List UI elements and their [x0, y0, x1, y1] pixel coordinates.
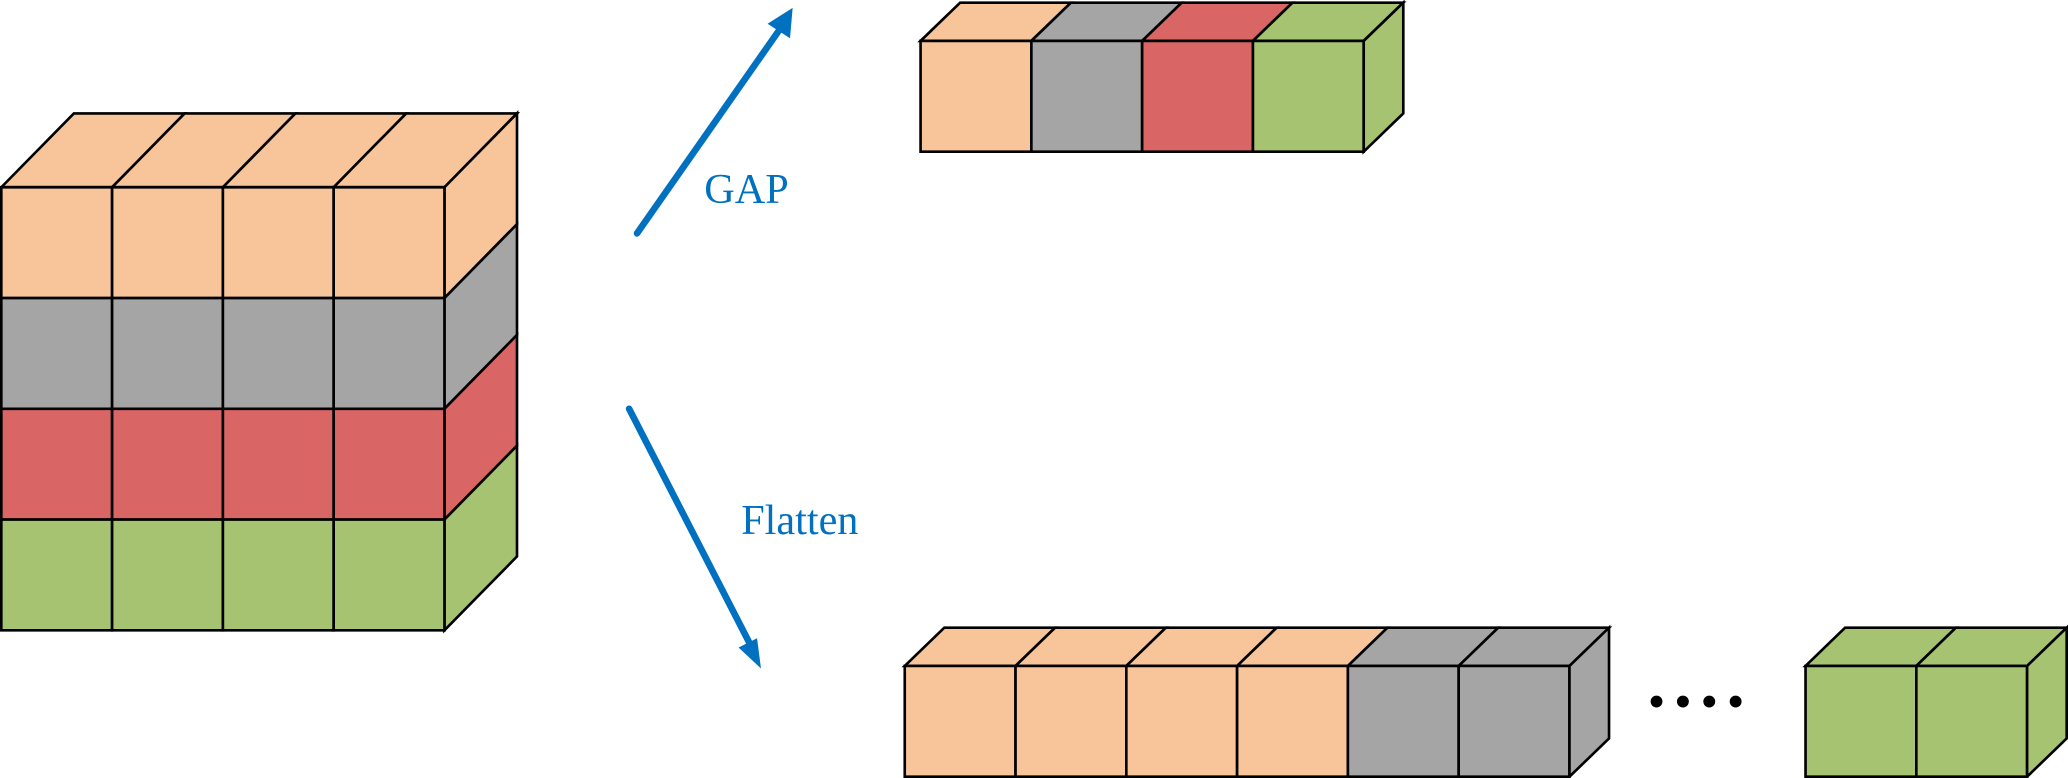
- input-front-face-cell: [110, 296, 225, 411]
- input-front-face-cell: [0, 407, 114, 521]
- input-front-face-cell: [221, 407, 335, 521]
- flatten-output-vector-end: [1802, 624, 2068, 778]
- flatten-output-cell-front-face: [903, 664, 1017, 778]
- ellipsis-dot: [1650, 695, 1663, 708]
- flatten-output-cell-front-face: [1457, 664, 1571, 778]
- gap-output-vector: [917, 0, 1407, 155]
- gap-arrow: [633, 7, 793, 237]
- gap-label: GAP: [704, 166, 788, 213]
- ellipsis-dot: [1703, 695, 1716, 708]
- input-front-face-cell: [332, 518, 446, 632]
- gap-output-cell-front-face: [919, 39, 1033, 153]
- gap-output-cell-front-face: [1030, 39, 1144, 153]
- input-front-face-cell: [0, 296, 114, 411]
- gap-arrow-head-icon: [767, 7, 793, 39]
- gap-output-cell-front-face: [1140, 39, 1255, 153]
- flatten-arrow-head-icon: [738, 638, 761, 669]
- flatten-output-end-cell-front-face: [1915, 664, 2029, 778]
- input-front-face-cell: [332, 185, 446, 300]
- input-front-face-cell: [0, 185, 114, 300]
- input-front-face-cell: [110, 407, 225, 521]
- flatten-output-cell-front-face: [1125, 664, 1239, 778]
- flatten-output-cell-side-face: [1568, 624, 1611, 778]
- flatten-output-vector-start: [901, 624, 1613, 778]
- ellipsis: [1650, 695, 1742, 708]
- input-feature-map-cube: [0, 110, 521, 634]
- input-front-face-cell: [110, 518, 225, 632]
- gap-arrow-line: [633, 28, 782, 237]
- input-front-face-cell: [332, 296, 446, 411]
- ellipsis-dot: [1676, 695, 1689, 708]
- flatten-label: Flatten: [741, 497, 858, 544]
- flatten-output-end-cell-front-face: [1804, 664, 1918, 778]
- input-front-face-cell: [110, 185, 225, 300]
- gap-output-cell-front-face: [1251, 39, 1366, 153]
- flatten-arrow-line: [625, 405, 756, 651]
- input-front-face-cell: [221, 185, 335, 300]
- input-front-face-cell: [221, 518, 335, 632]
- gap-output-cell-side-face: [1362, 0, 1405, 155]
- flatten-arrow: [625, 405, 761, 669]
- ellipsis-dot: [1729, 695, 1742, 708]
- input-front-face-cell: [221, 296, 335, 411]
- flatten-output-cell-front-face: [1014, 664, 1128, 778]
- input-front-face-cell: [332, 407, 446, 521]
- flatten-output-cell-front-face: [1235, 664, 1350, 778]
- input-front-face-cell: [0, 518, 114, 632]
- flatten-output-cell-front-face: [1346, 664, 1460, 778]
- flatten-output-end-cell-side-face: [2025, 624, 2068, 778]
